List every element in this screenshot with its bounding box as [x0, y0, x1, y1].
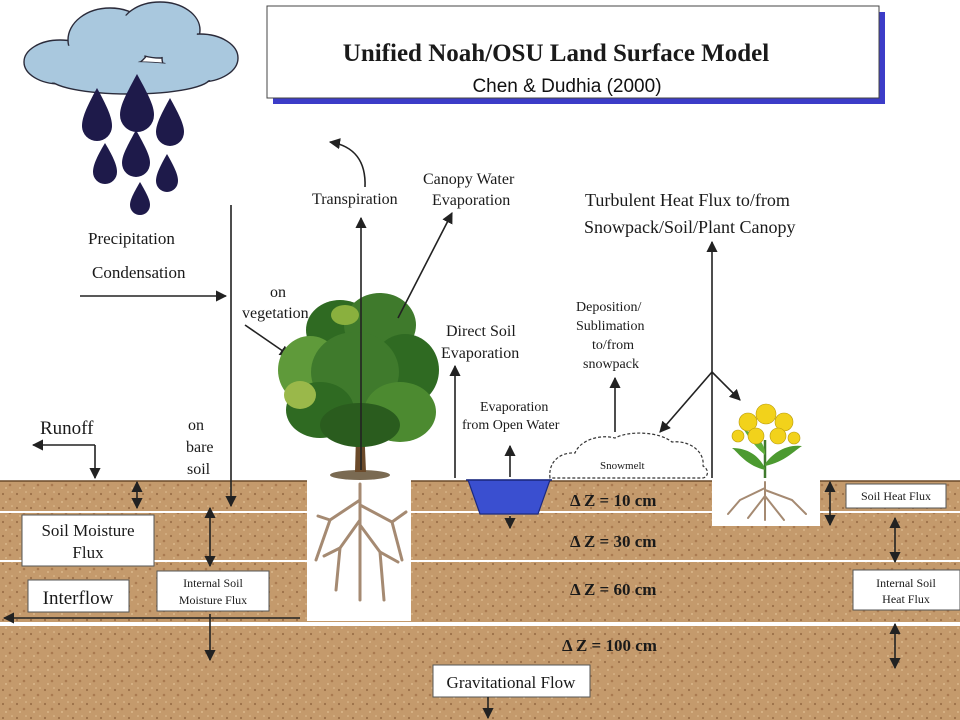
- on-vegetation-label-line1: on: [270, 284, 286, 301]
- interflow-box: [27, 579, 130, 613]
- internal-soil-moisture-flux-label-line2: Moisture Flux: [179, 593, 247, 607]
- turbulent-heat-flux-label-line1: Turbulent Heat Flux to/from: [585, 190, 790, 210]
- layer-label-30cm: Δ Z = 30 cm: [570, 532, 656, 551]
- internal-soil-moisture-flux-label-line1: Internal Soil: [183, 576, 243, 590]
- deposition-label-line3: to/from: [592, 338, 634, 353]
- raindrops: [82, 74, 184, 215]
- canopy-evaporation-label-line1: Canopy Water: [423, 171, 515, 188]
- gravitational-flow-box: [432, 664, 591, 698]
- open-water-basin: [466, 479, 552, 515]
- direct-soil-evaporation-label-line2: Evaporation: [441, 345, 519, 362]
- layer-label-60cm: Δ Z = 60 cm: [570, 580, 656, 599]
- raindrop-icon: [93, 143, 117, 184]
- on-vegetation-arrow: [244, 324, 291, 357]
- raindrop-icon: [122, 130, 150, 177]
- internal-soil-heat-flux-label-line2: Heat Flux: [882, 592, 930, 606]
- diagram-title: Unified Noah/OSU Land Surface Model: [343, 40, 769, 67]
- title-box: [266, 5, 880, 99]
- deposition-label-line1: Deposition/: [576, 300, 641, 315]
- transpiration-label: Transpiration: [312, 191, 398, 208]
- raindrop-icon: [156, 98, 184, 146]
- layer-label-100cm: Δ Z = 100 cm: [562, 636, 657, 655]
- soil-layer-3: [0, 562, 960, 622]
- interflow-label: Interflow: [43, 588, 114, 609]
- raindrop-icon: [156, 154, 178, 192]
- snowmelt-label: Snowmelt: [600, 460, 645, 472]
- open-water-evaporation-label-line2: from Open Water: [462, 418, 560, 433]
- soil-heat-flux-label: Soil Heat Flux: [861, 489, 931, 503]
- diagram-subtitle: Chen & Dudhia (2000): [472, 76, 661, 97]
- direct-soil-evaporation-label-line1: Direct Soil: [446, 323, 516, 340]
- soil-moisture-flux-label-line2: Flux: [72, 543, 104, 562]
- on-bare-soil-label-line1: on: [188, 417, 204, 434]
- tree-icon: [278, 293, 439, 621]
- rain-cloud-icon: [23, 1, 239, 95]
- gravitational-flow-label: Gravitational Flow: [447, 673, 577, 692]
- raindrop-icon: [120, 74, 154, 132]
- soil-heat-flux-box: [845, 483, 947, 509]
- turbulent-to-plant-arrow: [711, 371, 741, 401]
- canopy-evaporation-arrow: [397, 212, 453, 319]
- layer-label-10cm: Δ Z = 10 cm: [570, 491, 656, 510]
- raindrop-icon: [82, 88, 112, 141]
- raindrop-icon: [130, 182, 150, 215]
- snowpack-icon: [549, 432, 708, 479]
- internal-soil-heat-flux-label-line1: Internal Soil: [876, 576, 936, 590]
- condensation-label: Condensation: [92, 263, 186, 282]
- open-water-evaporation-label-line1: Evaporation: [480, 400, 548, 415]
- turbulent-heat-flux-label-line2: Snowpack/Soil/Plant Canopy: [584, 217, 796, 237]
- runoff-label: Runoff: [40, 418, 94, 439]
- deposition-label-line4: snowpack: [583, 357, 639, 372]
- flower-plant-icon: [712, 403, 820, 526]
- soil-moisture-flux-box: [21, 514, 155, 567]
- canopy-evaporation-label-line2: Evaporation: [432, 192, 510, 209]
- soil-moisture-flux-label-line1: Soil Moisture: [41, 521, 134, 540]
- on-bare-soil-label-line3: soil: [187, 461, 211, 478]
- turbulent-to-snowpack-arrow: [659, 371, 713, 433]
- on-vegetation-label-line2: vegetation: [242, 305, 309, 322]
- transpiration-curve-arrow: [328, 138, 366, 188]
- on-bare-soil-label-line2: bare: [186, 439, 214, 456]
- deposition-label-line2: Sublimation: [576, 319, 644, 334]
- precipitation-label: Precipitation: [88, 229, 175, 248]
- internal-soil-moisture-flux-box: [156, 570, 270, 612]
- internal-soil-heat-flux-box: [852, 569, 960, 611]
